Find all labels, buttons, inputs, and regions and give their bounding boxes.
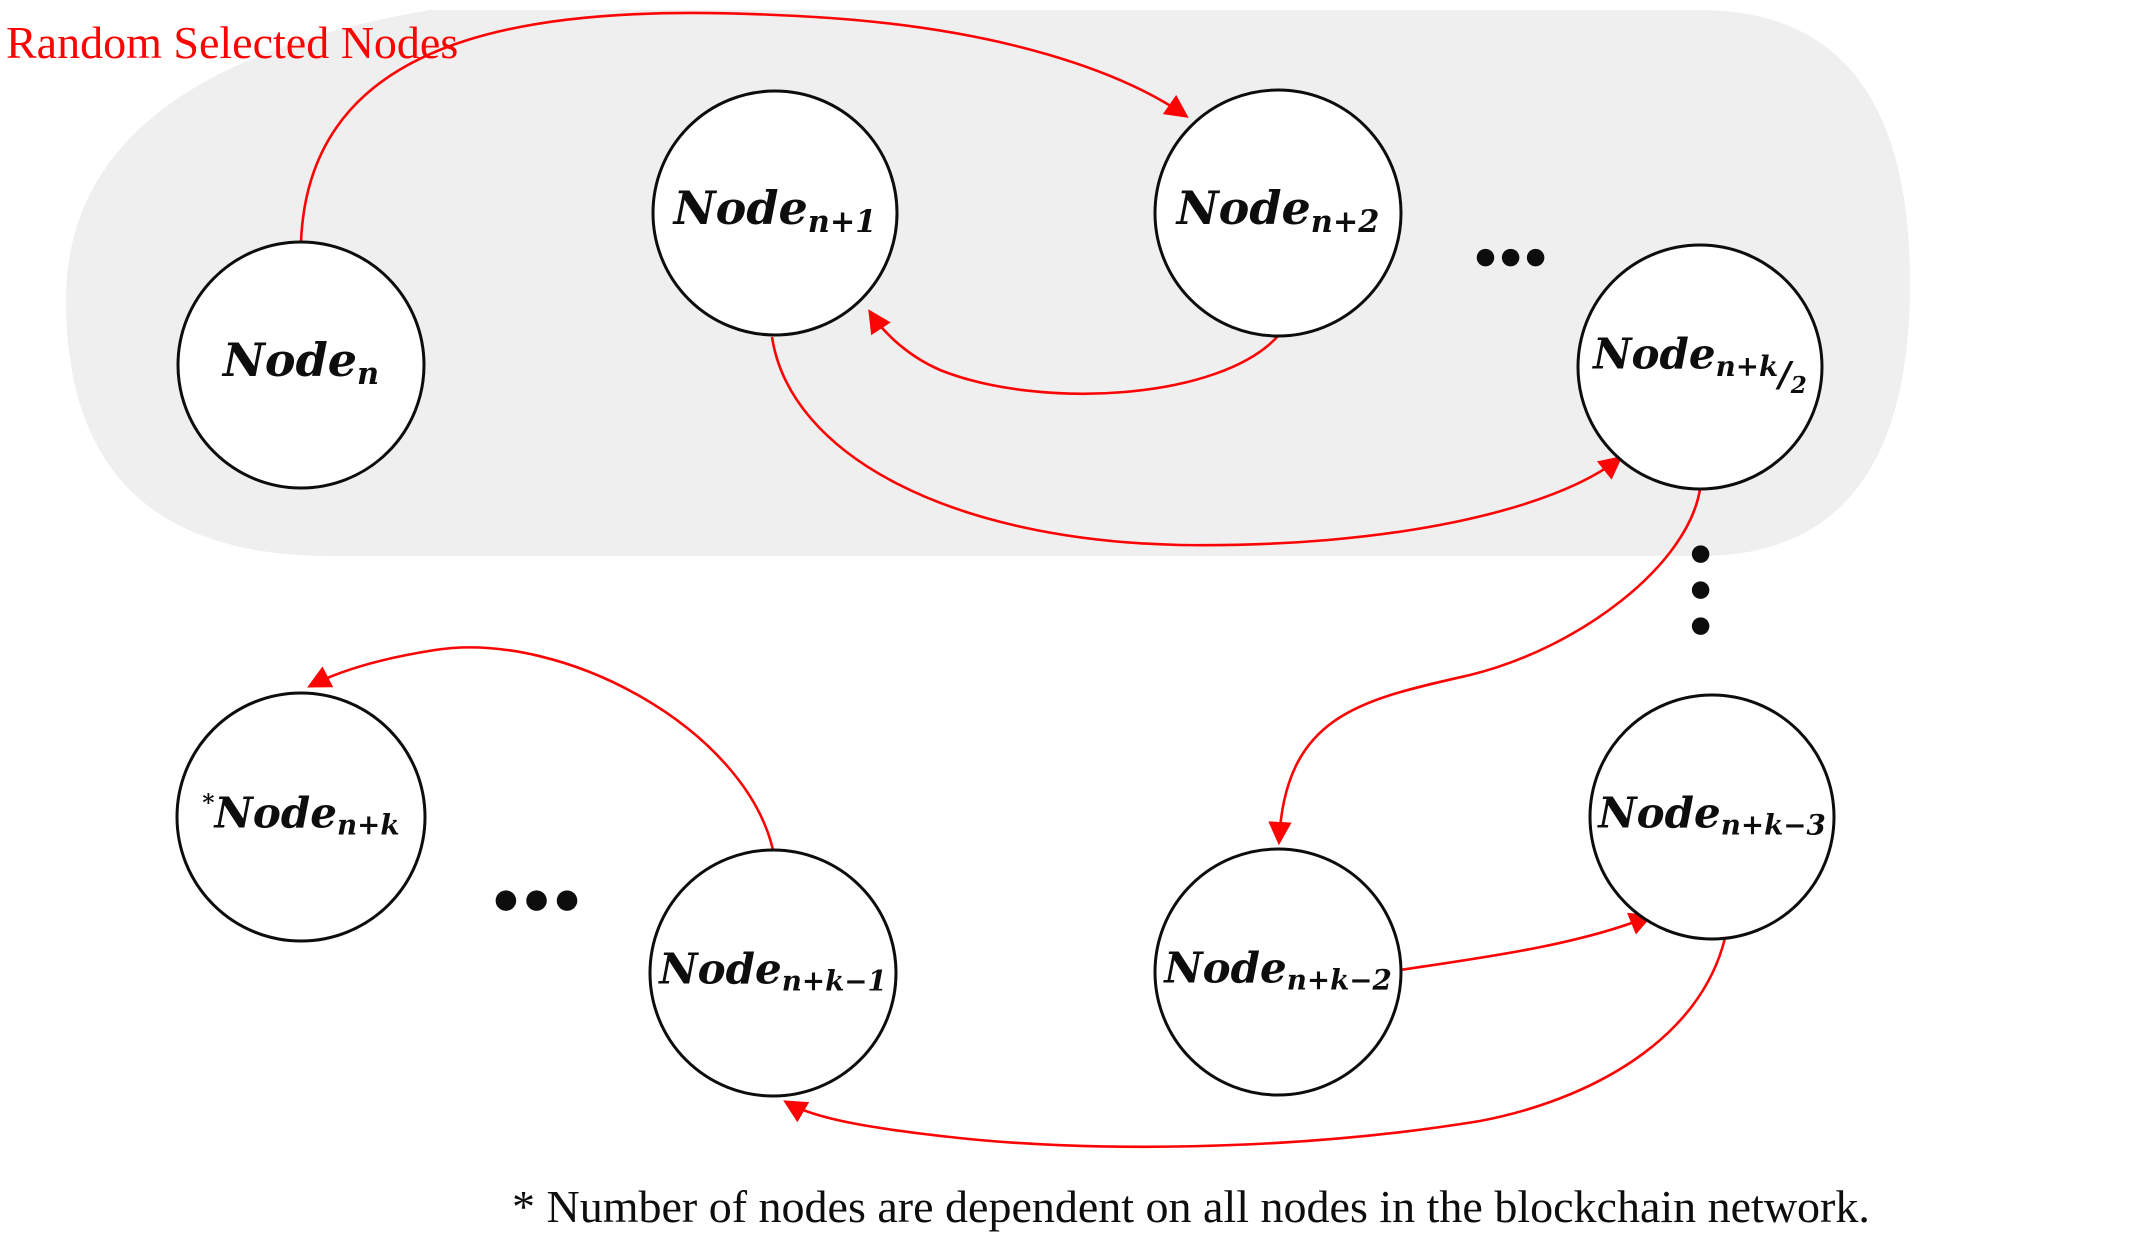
node-n+k/2-circle (1576, 243, 1824, 491)
node-n+k-3-label: Noden+k−3 (1598, 788, 1826, 841)
node-base-text: Node (659, 944, 782, 994)
node-n+1-circle (651, 89, 899, 337)
node-base-text: Node (1176, 181, 1311, 236)
node-n+k-1-circle (648, 848, 898, 1098)
edge-node-n-to-node-n+2 (299, 11, 1189, 243)
node-n+2-label: Noden+2 (1177, 181, 1380, 240)
node-n+k-2-label: Noden+k−2 (1164, 943, 1392, 996)
node-n+k-circle (175, 691, 427, 943)
ellipsis-vertical: ●●● (1687, 540, 1714, 648)
footnote: * Number of nodes are dependent on all n… (512, 1181, 1870, 1232)
node-base-text: Node (1593, 329, 1716, 379)
node-subscript-text: n+k (1715, 349, 1779, 383)
node-fraction-denominator: 2 (1790, 371, 1807, 399)
edge-node-n+2-to-node-n+1 (868, 309, 1279, 396)
node-n+k-label: *Noden+k (202, 788, 399, 841)
node-n+k-2-circle (1153, 847, 1403, 1097)
edge-node-n+k-3-to-node-n+k-1 (783, 937, 1727, 1149)
node-subscript-text: n+k−2 (1286, 963, 1392, 997)
node-subscript-text: n+k−1 (781, 964, 887, 998)
node-n-label: Noden (223, 333, 379, 392)
node-n+k-3-circle (1588, 693, 1836, 941)
node-base-text: Node (1164, 943, 1287, 993)
node-n+k-1-label: Noden+k−1 (659, 944, 887, 997)
node-n+1-label: Noden+1 (674, 181, 877, 240)
node-fraction-slash: / (1778, 355, 1791, 396)
node-subscript-text: n+k (336, 808, 400, 842)
edge-node-n+k-1-to-node-n+k (307, 646, 775, 851)
edge-node-n+k-2-to-node-n+k-3 (1399, 912, 1654, 972)
ellipsis-bottom: ●●● (494, 883, 586, 915)
selected-region-pill (66, 10, 1910, 556)
node-subscript-text: n (357, 356, 380, 393)
node-base-text: Node (673, 181, 808, 236)
node-subscript-text: n+2 (1310, 204, 1380, 241)
node-n+2-circle (1153, 88, 1403, 338)
node-n+k/2-label: Noden+k/2 (1593, 330, 1807, 399)
region-label: Random Selected Nodes (6, 17, 459, 68)
node-base-text: Node (1598, 788, 1721, 838)
node-subscript-text: n+1 (807, 204, 877, 241)
ellipsis-top: ●●● (1475, 243, 1551, 270)
node-base-text: Node (214, 788, 337, 838)
node-subscript-text: n+k−3 (1720, 808, 1826, 842)
edge-node-n+k/2-to-node-n+k-2 (1268, 488, 1702, 846)
node-base-text: Node (222, 333, 358, 388)
node-asterisk-prefix: * (202, 789, 215, 817)
node-n-circle (176, 240, 426, 490)
edge-node-n+1-to-node-n+k/2 (770, 336, 1623, 547)
